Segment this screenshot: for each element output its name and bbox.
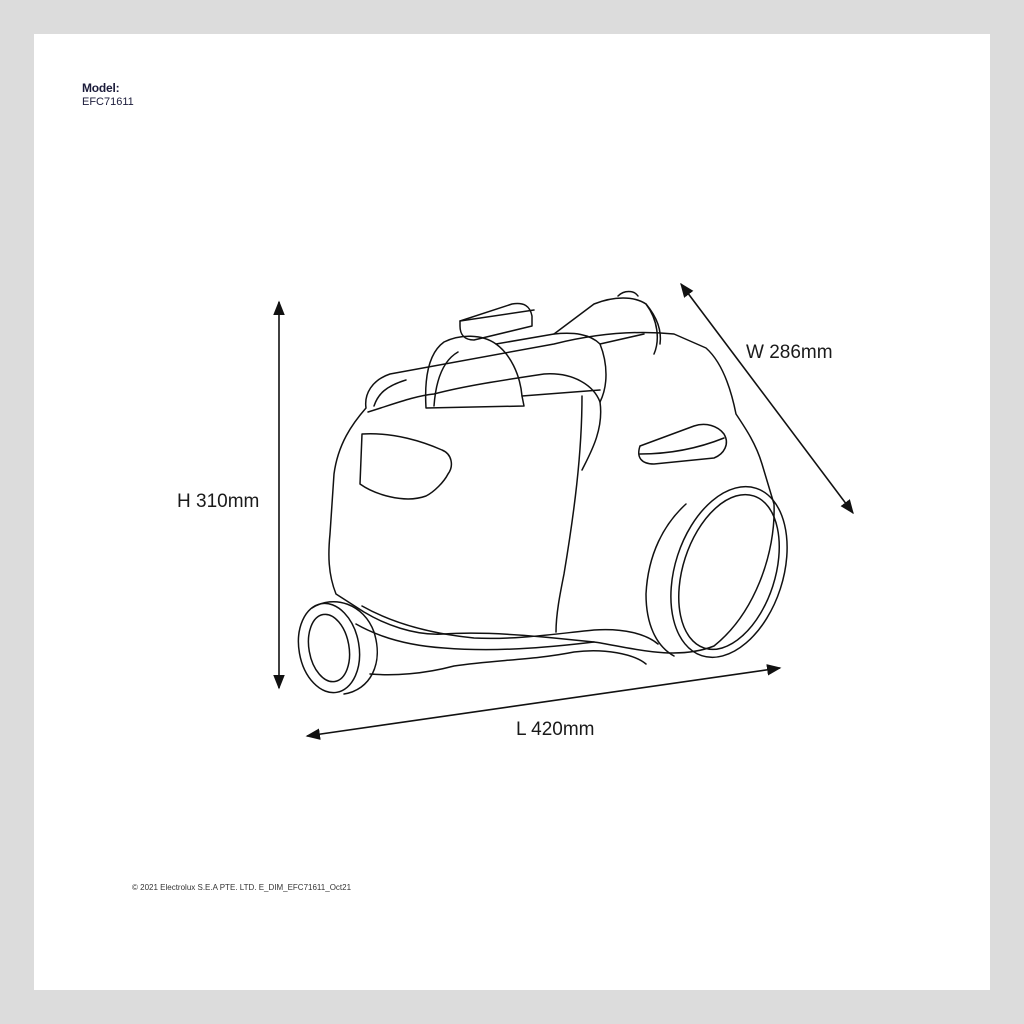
height-dimension-label: H 310mm bbox=[177, 491, 260, 512]
length-arrow bbox=[305, 664, 782, 740]
copyright-footer: © 2021 Electrolux S.E.A PTE. LTD. E_DIM_… bbox=[132, 883, 352, 892]
width-dimension-label: W 286mm bbox=[746, 342, 833, 363]
dimension-sheet: Model: EFC71611 bbox=[34, 34, 990, 990]
vacuum-cleaner-icon bbox=[297, 290, 788, 695]
length-dimension-label: L 420mm bbox=[516, 719, 595, 740]
width-arrow bbox=[680, 282, 854, 515]
model-label: Model: bbox=[82, 81, 120, 95]
model-code: EFC71611 bbox=[82, 96, 134, 108]
vacuum-dimension-drawing bbox=[273, 282, 854, 740]
